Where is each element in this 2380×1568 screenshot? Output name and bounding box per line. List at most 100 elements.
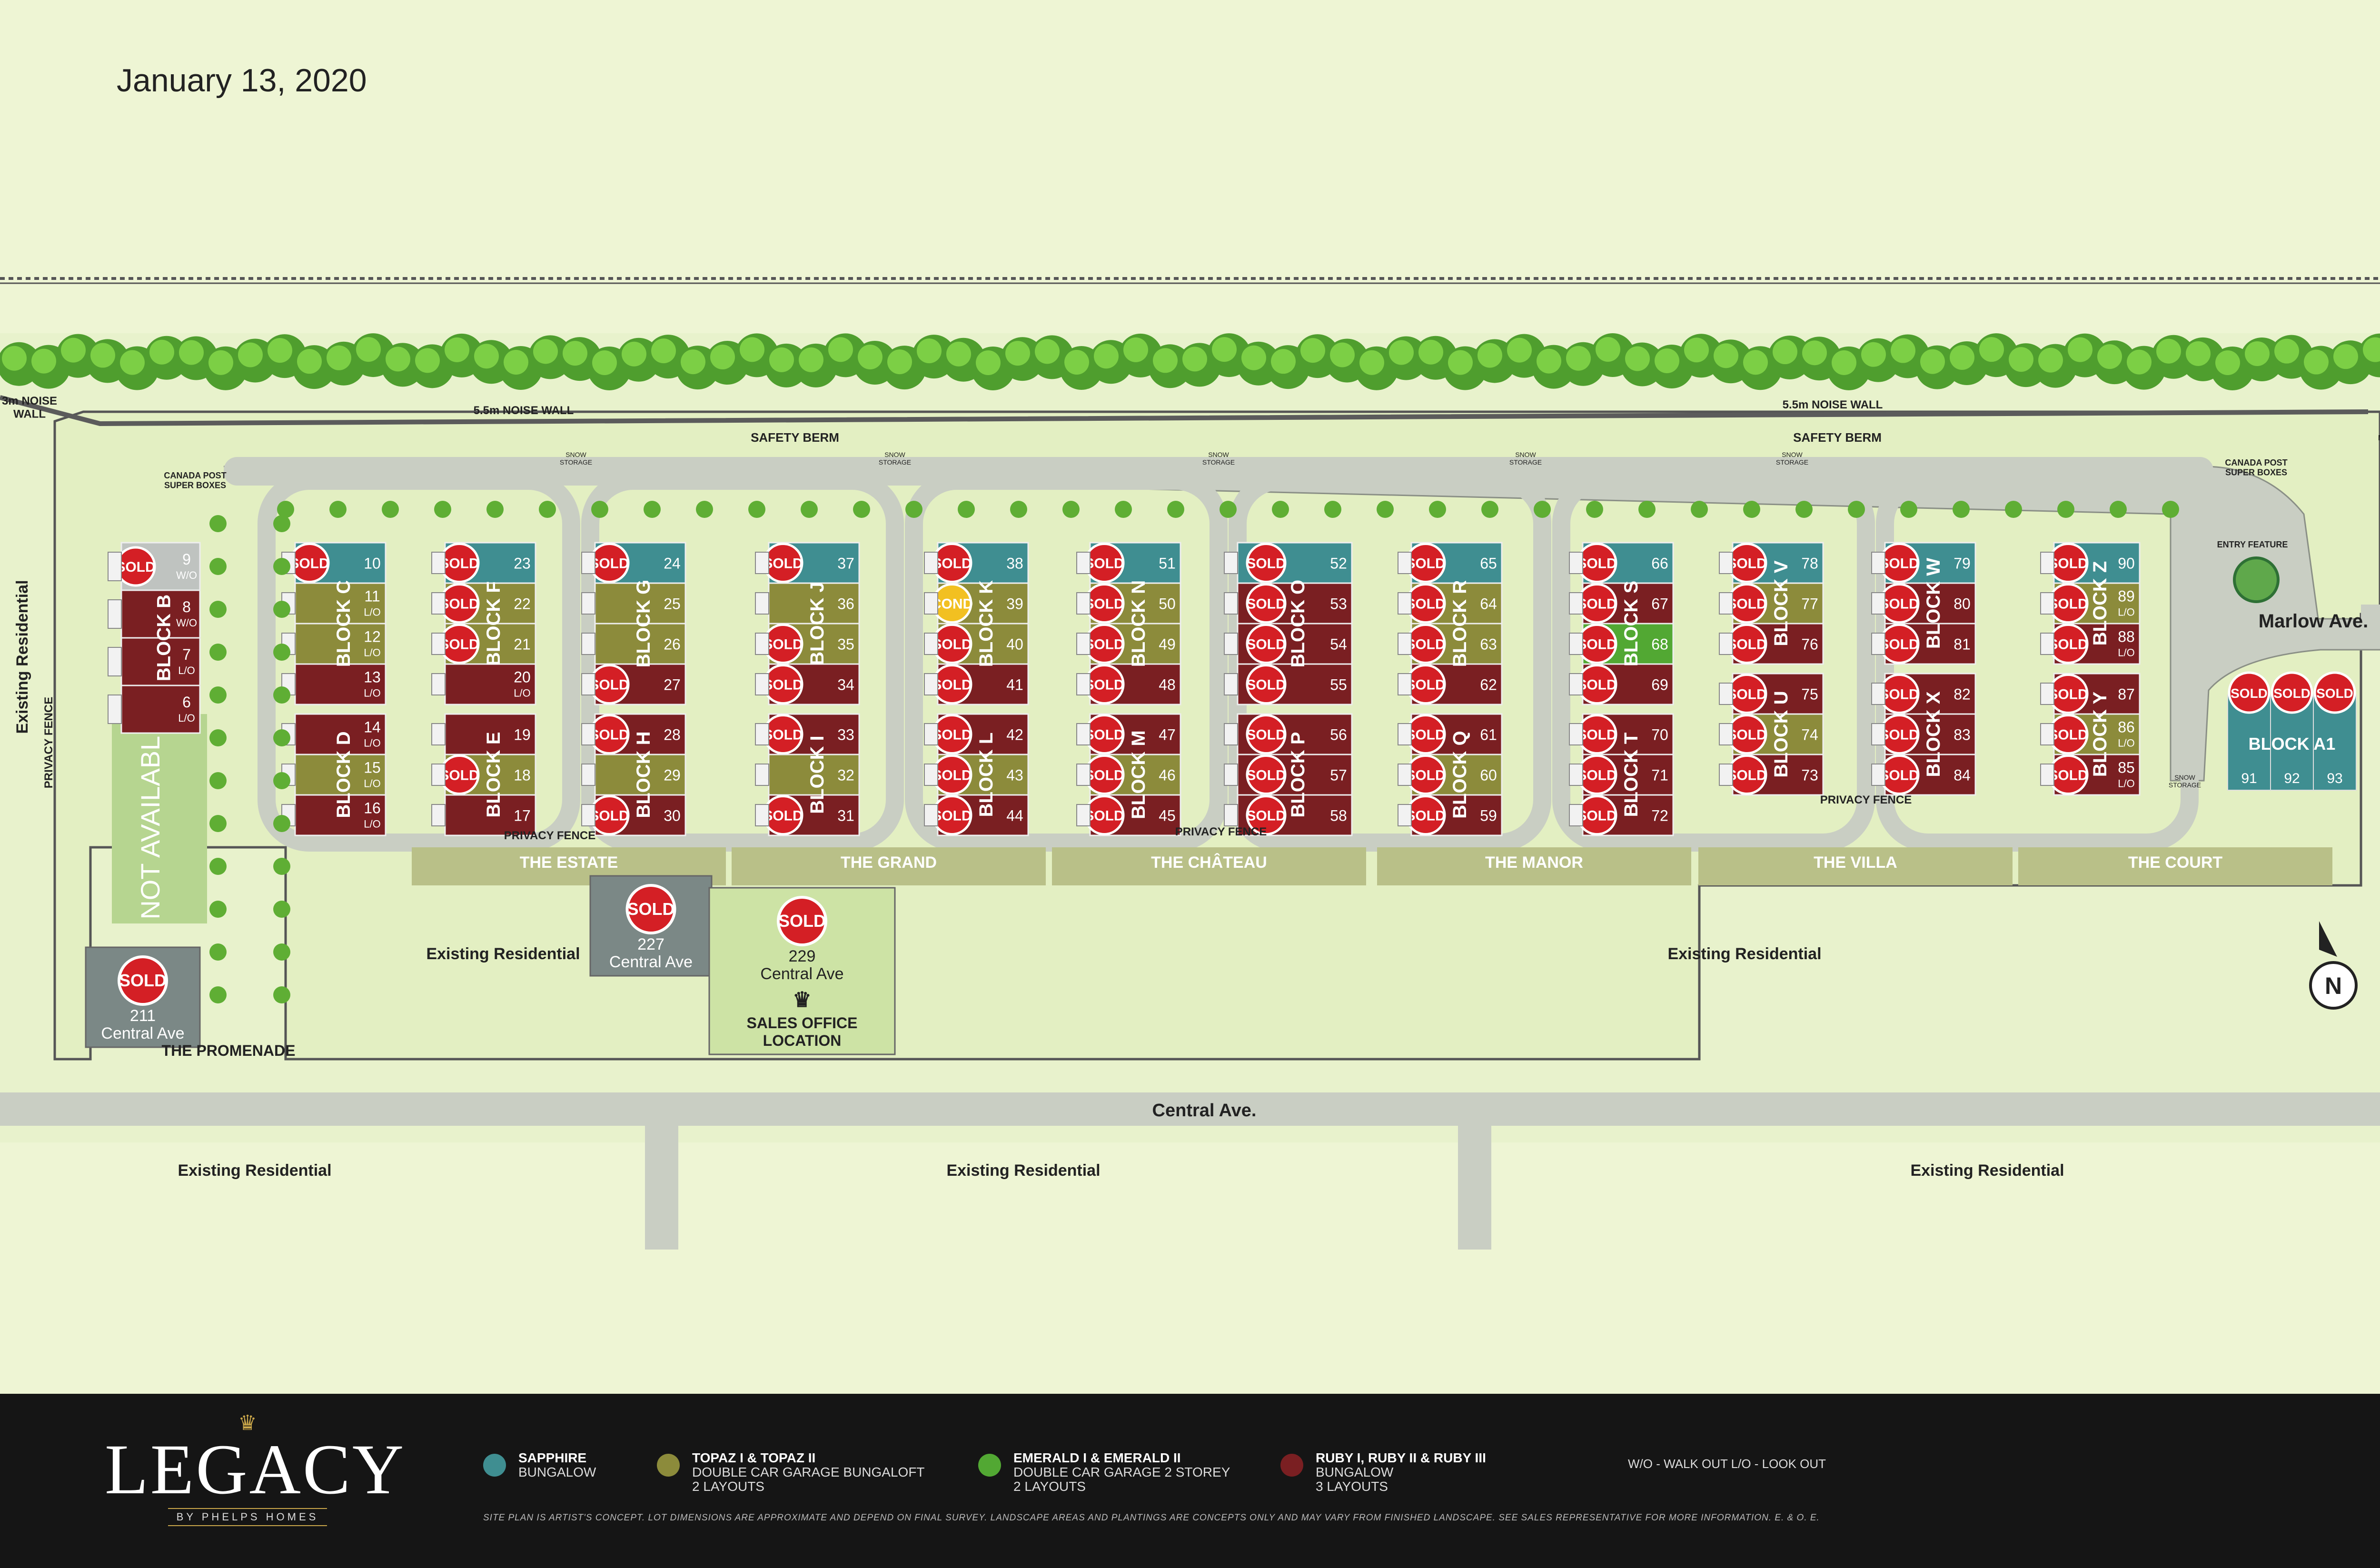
lot-number: 42 (1006, 726, 1023, 744)
street-tree (273, 686, 290, 704)
tree (1035, 339, 1060, 364)
sold-label: SOLD (1406, 727, 1445, 743)
lot-number: 19 (514, 726, 531, 744)
lot-number: 31 (837, 807, 854, 824)
sold-badge (2313, 671, 2356, 714)
block-label: BLOCK R (1449, 580, 1470, 667)
privacy-fence-label: PRIVACY FENCE (504, 829, 595, 842)
lot-number: 73 (1801, 767, 1818, 784)
lot-number: 13 (364, 669, 381, 686)
street-tree (273, 729, 290, 746)
tree (1537, 348, 1561, 374)
driveway (755, 764, 769, 786)
tree (1182, 347, 1207, 372)
maintenance-access-label: MAINTENANCEACCESS (2378, 434, 2380, 451)
legacy-logo: ♛ LEGACY BY PHELPS HOMES (105, 1413, 404, 1526)
sold-label: SOLD (119, 971, 167, 990)
tree (1212, 337, 1237, 362)
sold-label: SOLD (1246, 556, 1286, 572)
tree (1389, 340, 1414, 365)
lot (294, 713, 387, 755)
lot-number: 29 (664, 767, 681, 784)
promenade-label: THE PROMENADE (162, 1042, 296, 1059)
lot-number: 58 (1330, 807, 1347, 824)
tree (828, 337, 853, 362)
sold-label: SOLD (1577, 677, 1616, 693)
entry-feature-icon (2233, 556, 2280, 603)
driveway (581, 633, 595, 655)
block-label: BLOCK S (1621, 581, 1642, 666)
street-tree (1272, 501, 1289, 518)
sold-label: SOLD (763, 808, 803, 824)
tree (120, 350, 145, 375)
tree (799, 347, 823, 372)
privacy-fence-label: PRIVACY FENCE (1175, 825, 1267, 838)
tree (681, 349, 705, 375)
sold-label: SOLD (1406, 768, 1445, 784)
driveway (1398, 723, 1412, 745)
legend-title: RUBY I, RUBY II & RUBY III (1316, 1450, 1486, 1465)
tree (238, 342, 263, 367)
sold-label: SOLD (1246, 727, 1286, 743)
sold-label: SOLD (439, 556, 479, 572)
tree (1625, 346, 1650, 371)
lot-note: W/O (176, 569, 197, 581)
driveway (581, 552, 595, 574)
marlow-ave-label: Marlow Ave. (2259, 611, 2368, 632)
lot-number: 15 (364, 759, 381, 776)
lot-number: 11 (364, 588, 380, 605)
street-tree (434, 501, 451, 518)
internal-road (223, 466, 2380, 782)
sold-label: SOLD (2048, 556, 2088, 572)
street-tree (209, 772, 227, 789)
lot (444, 663, 536, 705)
sold-badge (2271, 671, 2313, 714)
street-tree (696, 501, 713, 518)
privacy-fence-label: PRIVACY FENCE (1820, 794, 1912, 806)
sold-label: SOLD (1577, 727, 1616, 743)
street-tree (1429, 501, 1446, 518)
lot-note: L/O (364, 606, 380, 618)
street-tree (273, 858, 290, 875)
sold-badge (1246, 543, 1287, 583)
block-label: BLOCK F (483, 581, 504, 666)
street-tree (1115, 501, 1132, 518)
tree (622, 341, 646, 367)
street-tree (209, 943, 227, 961)
lot (444, 794, 536, 836)
block-label: BLOCK U (1771, 691, 1792, 777)
lot-number: 21 (514, 636, 531, 653)
sold-label: SOLD (1727, 556, 1766, 572)
tree (1861, 342, 1886, 367)
block-label: BLOCK P (1288, 732, 1309, 818)
lot-number: 88 (2118, 628, 2135, 645)
street-tree (273, 986, 290, 1003)
street-tree (209, 515, 227, 532)
lot-number: 86 (2118, 719, 2135, 736)
sold-label: SOLD (763, 677, 803, 693)
block-label: BLOCK B (154, 595, 175, 681)
tree (2038, 347, 2063, 373)
driveway (1076, 723, 1091, 745)
lot-number: 12 (364, 628, 381, 645)
street-tree (2057, 501, 2074, 518)
lot (768, 754, 860, 796)
lot (294, 663, 387, 705)
driveway (924, 673, 938, 695)
street-tree (591, 501, 608, 518)
street-tree (209, 858, 227, 875)
street-tree (1586, 501, 1603, 518)
section-label: THE MANOR (1485, 853, 1583, 872)
driveway (431, 764, 446, 786)
tree (917, 338, 942, 364)
sold-label: SOLD (2048, 596, 2088, 612)
tree (946, 341, 971, 367)
tree (31, 348, 56, 374)
sapphire-swatch (483, 1454, 506, 1477)
tree (1123, 337, 1148, 362)
driveway (1719, 633, 1733, 655)
lot-number: 60 (1480, 767, 1497, 784)
lot-number: 68 (1651, 636, 1668, 653)
existing-residential-label: Existing Residential (426, 945, 580, 963)
